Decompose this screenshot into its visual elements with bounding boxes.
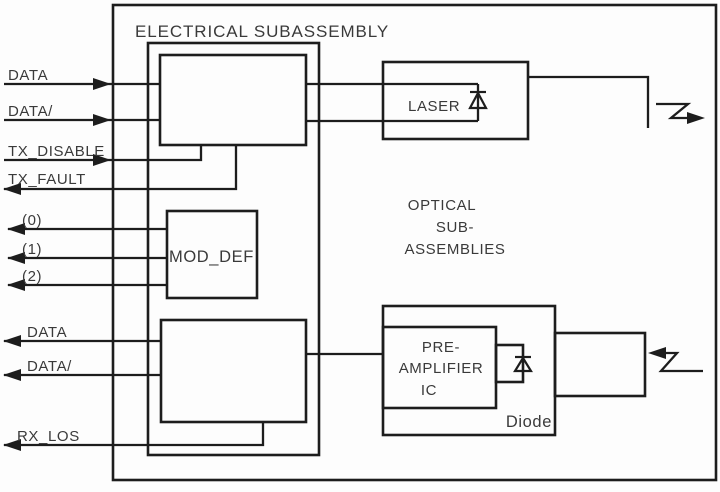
- tx-fault-wire: [4, 145, 238, 191]
- rx-los-arrow-icon: [3, 439, 21, 451]
- tx-disable-wire: [4, 145, 203, 162]
- tosa-output-wire: [528, 75, 650, 128]
- rx-los-wire: [4, 422, 265, 447]
- laser-diode-icon: [468, 90, 488, 110]
- module-outline-box: [111, 3, 718, 482]
- tx-data-label: DATA: [8, 67, 48, 84]
- fiber-tx-arrow-icon: [687, 112, 705, 124]
- laser-label: LASER: [408, 98, 460, 115]
- tx-disable-label: TX_DISABLE: [8, 143, 105, 160]
- photodiode-icon: [513, 355, 533, 373]
- electrical-subassembly-title: ELECTRICAL SUBASSEMBLY: [135, 22, 389, 41]
- preamp-label-line1: PRE-: [422, 339, 460, 356]
- rx-receptacle-box: [553, 331, 647, 398]
- fiber-rx-zigzag: [658, 351, 703, 373]
- tx-disable-arrow-icon: [93, 154, 111, 166]
- fiber-tx-zigzag: [656, 102, 692, 120]
- rx-data-label: DATA: [27, 324, 67, 341]
- rx-data-bar-label: DATA/: [27, 358, 72, 375]
- tx-data-bar-arrow-icon: [93, 114, 111, 126]
- tx-data-arrow-icon: [93, 78, 111, 90]
- diode-label: Diode: [506, 413, 552, 431]
- tosa-box: [381, 60, 530, 141]
- mod-def-1-arrow-icon: [7, 252, 25, 264]
- rx-los-label: RX_LOS: [17, 428, 80, 445]
- mod-def-box: [165, 209, 259, 300]
- tx-fault-label: TX_FAULT: [8, 171, 86, 188]
- optical-caption-line3: ASSEMBLIES: [404, 241, 505, 258]
- preamp-label-line2: AMPLIFIER: [399, 360, 484, 377]
- mod-def-2-arrow-icon: [7, 279, 25, 291]
- mod-def-label: MOD_DEF: [169, 248, 254, 266]
- electrical-subassembly-box: [146, 41, 321, 457]
- fiber-rx-arrow-icon: [648, 347, 666, 359]
- rx-data-bar-arrow-icon: [3, 369, 21, 381]
- rx-data-arrow-icon: [3, 335, 21, 347]
- mod-def-1-label: (1): [22, 241, 42, 258]
- optical-caption-line2: SUB-: [436, 219, 474, 236]
- mod-def-0-arrow-icon: [7, 223, 25, 235]
- preamp-label-line3: IC: [421, 382, 437, 399]
- photodiode-box: [494, 343, 525, 384]
- mod-def-2-label: (2): [22, 268, 42, 285]
- tx-fault-arrow-icon: [3, 183, 21, 195]
- tx-data-bar-label: DATA/: [8, 103, 53, 120]
- post-amplifier-box: [159, 318, 308, 424]
- mod-def-0-label: (0): [22, 212, 42, 229]
- optical-caption-line1: OPTICAL: [408, 197, 476, 214]
- laser-driver-box: [158, 53, 308, 147]
